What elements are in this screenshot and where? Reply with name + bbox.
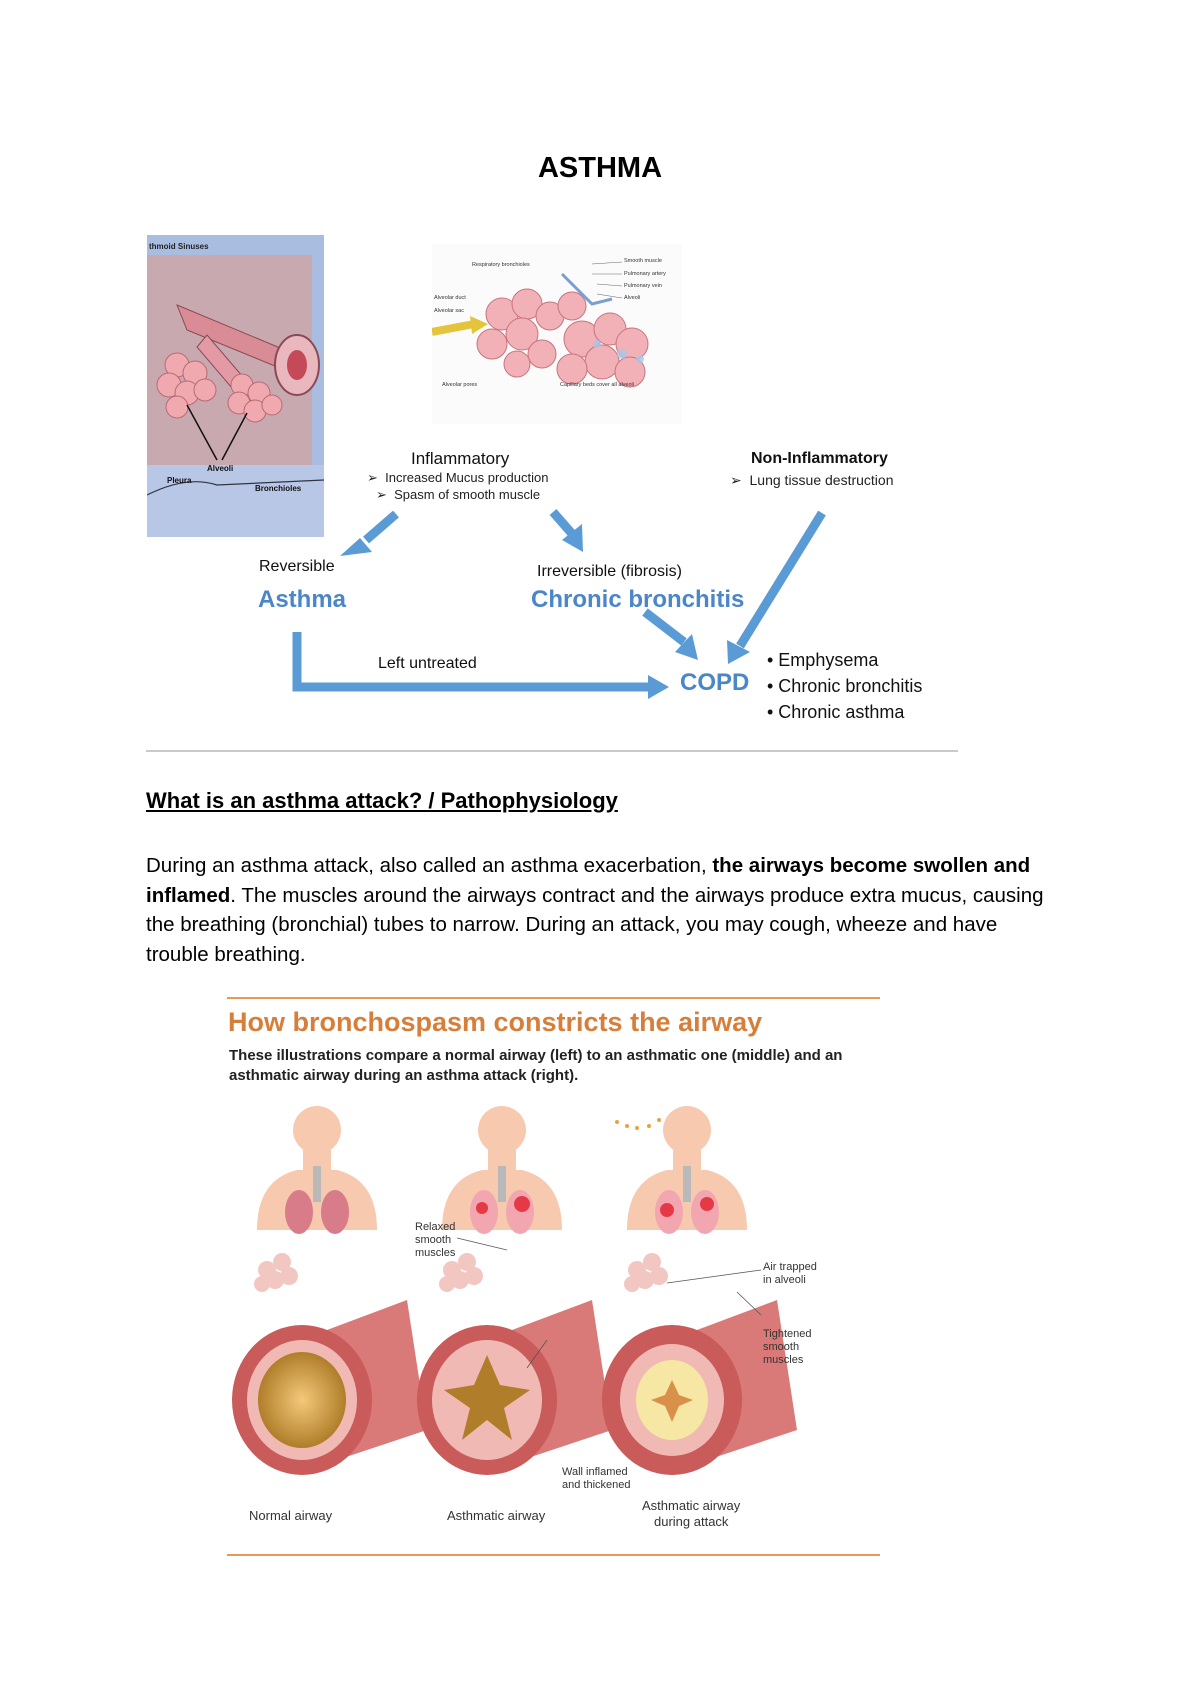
chronic-bronchitis-label: Chronic bronchitis (531, 586, 745, 613)
label-tightened-2: smooth (763, 1341, 799, 1353)
label-relaxed-3: muscles (415, 1247, 456, 1259)
caption-attack-1: Asthmatic airway (642, 1498, 741, 1513)
caption-attack-2: during attack (654, 1514, 729, 1529)
section-paragraph: During an asthma attack, also called an … (146, 851, 1061, 969)
para-start: During an asthma attack, also called an … (146, 854, 713, 877)
label-sinuses: thmoid Sinuses (149, 242, 209, 251)
label-alveolar-pores: Alveolar pores (442, 382, 477, 388)
inflammatory-item-1: ➢ Increased Mucus production (367, 470, 549, 485)
label-bronchioles: Bronchioles (255, 484, 302, 493)
irreversible-label: Irreversible (fibrosis) (537, 563, 682, 580)
caption-asthmatic: Asthmatic airway (447, 1508, 546, 1523)
figure-subtitle: These illustrations compare a normal air… (229, 1047, 843, 1084)
para-end: . The muscles around the airways contrac… (146, 883, 1044, 966)
label-alveoli-lung: Alveoli (624, 295, 640, 301)
section-heading: What is an asthma attack? / Pathophysiol… (146, 788, 618, 813)
label-alveolar-sac: Alveolar sac (434, 308, 464, 314)
reversible-label: Reversible (259, 558, 335, 575)
label-air-trapped-2: in alveoli (763, 1274, 806, 1286)
label-pulmonary-artery: Pulmonary artery (624, 271, 666, 277)
alveoli-illustration: Respiratory bronchioles Smooth muscle Pu… (432, 244, 682, 424)
airway-asthmatic (417, 1253, 612, 1475)
caption-normal: Normal airway (249, 1508, 333, 1523)
label-wall-2: and thickened (562, 1479, 631, 1491)
torso-asthmatic (442, 1106, 562, 1234)
label-smooth-muscle: Smooth muscle (624, 258, 662, 264)
inflammatory-item-1-text: Increased Mucus production (385, 470, 549, 485)
label-air-trapped-1: Air trapped (763, 1261, 817, 1273)
inflammatory-label: Inflammatory (411, 449, 510, 468)
noninflammatory-item-1: ➢ Lung tissue destruction (730, 472, 894, 488)
copd-item-chronic-asthma: • Chronic asthma (767, 702, 905, 722)
para-bold: the airways become swollen and inflamed (146, 854, 1031, 907)
noninflammatory-item-1-text: Lung tissue destruction (749, 472, 894, 488)
copd-flow-arrows (292, 509, 826, 699)
figure-top-rule (227, 997, 880, 999)
bronchospasm-illustration: Relaxed smooth muscles Air trapped in al… (232, 1106, 817, 1529)
figure-bottom-rule (227, 1554, 880, 1556)
copd-item-emphysema: • Emphysema (767, 650, 879, 670)
inflammatory-item-2-text: Spasm of smooth muscle (394, 487, 541, 502)
label-pleura: Pleura (167, 476, 192, 485)
inflammatory-item-2: ➢ Spasm of smooth muscle (376, 487, 541, 502)
label-alveoli: Alveoli (207, 464, 233, 473)
figure-title: How bronchospasm constricts the airway (228, 1007, 763, 1037)
torso-normal (257, 1106, 377, 1234)
noninflammatory-label: Non-Inflammatory (751, 450, 888, 467)
page-title: ASTHMA (537, 152, 663, 184)
label-relaxed-1: Relaxed (415, 1221, 455, 1233)
airway-normal (232, 1253, 427, 1475)
torso-attack (615, 1106, 747, 1234)
label-alveolar-duct: Alveolar duct (434, 295, 466, 301)
label-respiratory-bronchioles: Respiratory bronchioles (472, 262, 530, 268)
label-capillary: Capillary beds cover all alveoli (560, 382, 634, 388)
label-tightened-1: Tightened (763, 1328, 812, 1340)
divider (146, 750, 958, 752)
label-pulmonary-vein: Pulmonary vein (624, 283, 662, 289)
left-untreated-label: Left untreated (378, 655, 477, 672)
copd-item-chronic-bronchitis: • Chronic bronchitis (767, 676, 923, 696)
airway-anatomy-image: thmoid Sinuses Alveoli Pleura Bronchiole… (147, 235, 324, 537)
asthma-label: Asthma (258, 586, 347, 613)
label-tightened-3: muscles (763, 1354, 804, 1366)
label-relaxed-2: smooth (415, 1234, 451, 1246)
copd-label: COPD (680, 669, 750, 696)
label-wall-1: Wall inflamed (562, 1466, 628, 1478)
airway-attack (602, 1253, 797, 1475)
